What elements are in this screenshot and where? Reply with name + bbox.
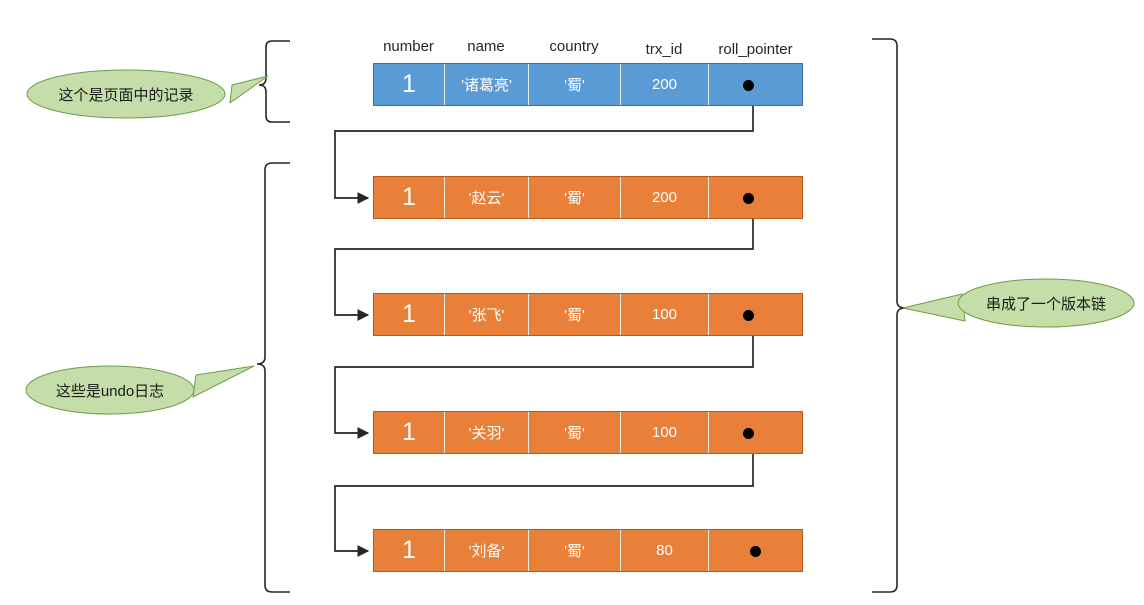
cell-trx-id: 100 [621, 412, 709, 453]
cell-number: 1 [374, 64, 445, 105]
cell-name: '关羽' [445, 412, 529, 453]
cell-roll-pointer [709, 412, 802, 453]
cell-country: '蜀' [529, 530, 621, 571]
undo-log-row-4[interactable]: 1 '刘备' '蜀' 80 [373, 529, 803, 572]
record-row-current[interactable]: 1 '诸葛亮' '蜀' 200 [373, 63, 803, 106]
callout-chain-shape [902, 278, 1135, 328]
cell-name: '张飞' [445, 294, 529, 335]
cell-number: 1 [374, 294, 445, 335]
brace-record [258, 40, 290, 123]
cell-number: 1 [374, 177, 445, 218]
cell-name: '刘备' [445, 530, 529, 571]
undo-log-row-1[interactable]: 1 '赵云' '蜀' 200 [373, 176, 803, 219]
cell-number: 1 [374, 412, 445, 453]
cell-roll-pointer [709, 294, 802, 335]
callout-undo-shape [25, 365, 255, 415]
cell-trx-id: 200 [621, 64, 709, 105]
column-header-name: name [467, 38, 505, 55]
callout-record-shape [26, 69, 269, 119]
connector-record-to-undo1 [334, 85, 754, 204]
cell-roll-pointer [709, 64, 802, 105]
callout-undo-label: 这些是undo日志 [55, 382, 165, 400]
cell-number: 1 [374, 530, 445, 571]
roll-pointer-dot-icon [743, 428, 754, 439]
cell-country: '蜀' [529, 177, 621, 218]
callout-record-label: 这个是页面中的记录 [58, 86, 194, 104]
cell-name: '赵云' [445, 177, 529, 218]
column-header-roll-pointer: roll_pointer [718, 41, 793, 58]
cell-trx-id: 100 [621, 294, 709, 335]
column-header-trx-id: trx_id [645, 41, 683, 58]
connector-undo1-to-undo2 [334, 202, 754, 321]
brace-version-chain [872, 38, 906, 593]
column-header-number: number [383, 38, 434, 55]
connector-undo2-to-undo3 [334, 320, 754, 439]
brace-undo [256, 162, 290, 593]
cell-country: '蜀' [529, 412, 621, 453]
roll-pointer-dot-icon [743, 310, 754, 321]
roll-pointer-dot-icon [743, 80, 754, 91]
undo-log-row-2[interactable]: 1 '张飞' '蜀' 100 [373, 293, 803, 336]
connector-undo3-to-undo4 [334, 438, 754, 557]
undo-log-row-3[interactable]: 1 '关羽' '蜀' 100 [373, 411, 803, 454]
column-header-country: country [549, 38, 599, 55]
cell-trx-id: 200 [621, 177, 709, 218]
callout-chain-label: 串成了一个版本链 [985, 295, 1106, 313]
cell-country: '蜀' [529, 294, 621, 335]
cell-country: '蜀' [529, 64, 621, 105]
roll-pointer-dot-icon [750, 546, 761, 557]
cell-roll-pointer [709, 530, 802, 571]
roll-pointer-dot-icon [743, 193, 754, 204]
cell-roll-pointer [709, 177, 802, 218]
cell-trx-id: 80 [621, 530, 709, 571]
cell-name: '诸葛亮' [445, 64, 529, 105]
